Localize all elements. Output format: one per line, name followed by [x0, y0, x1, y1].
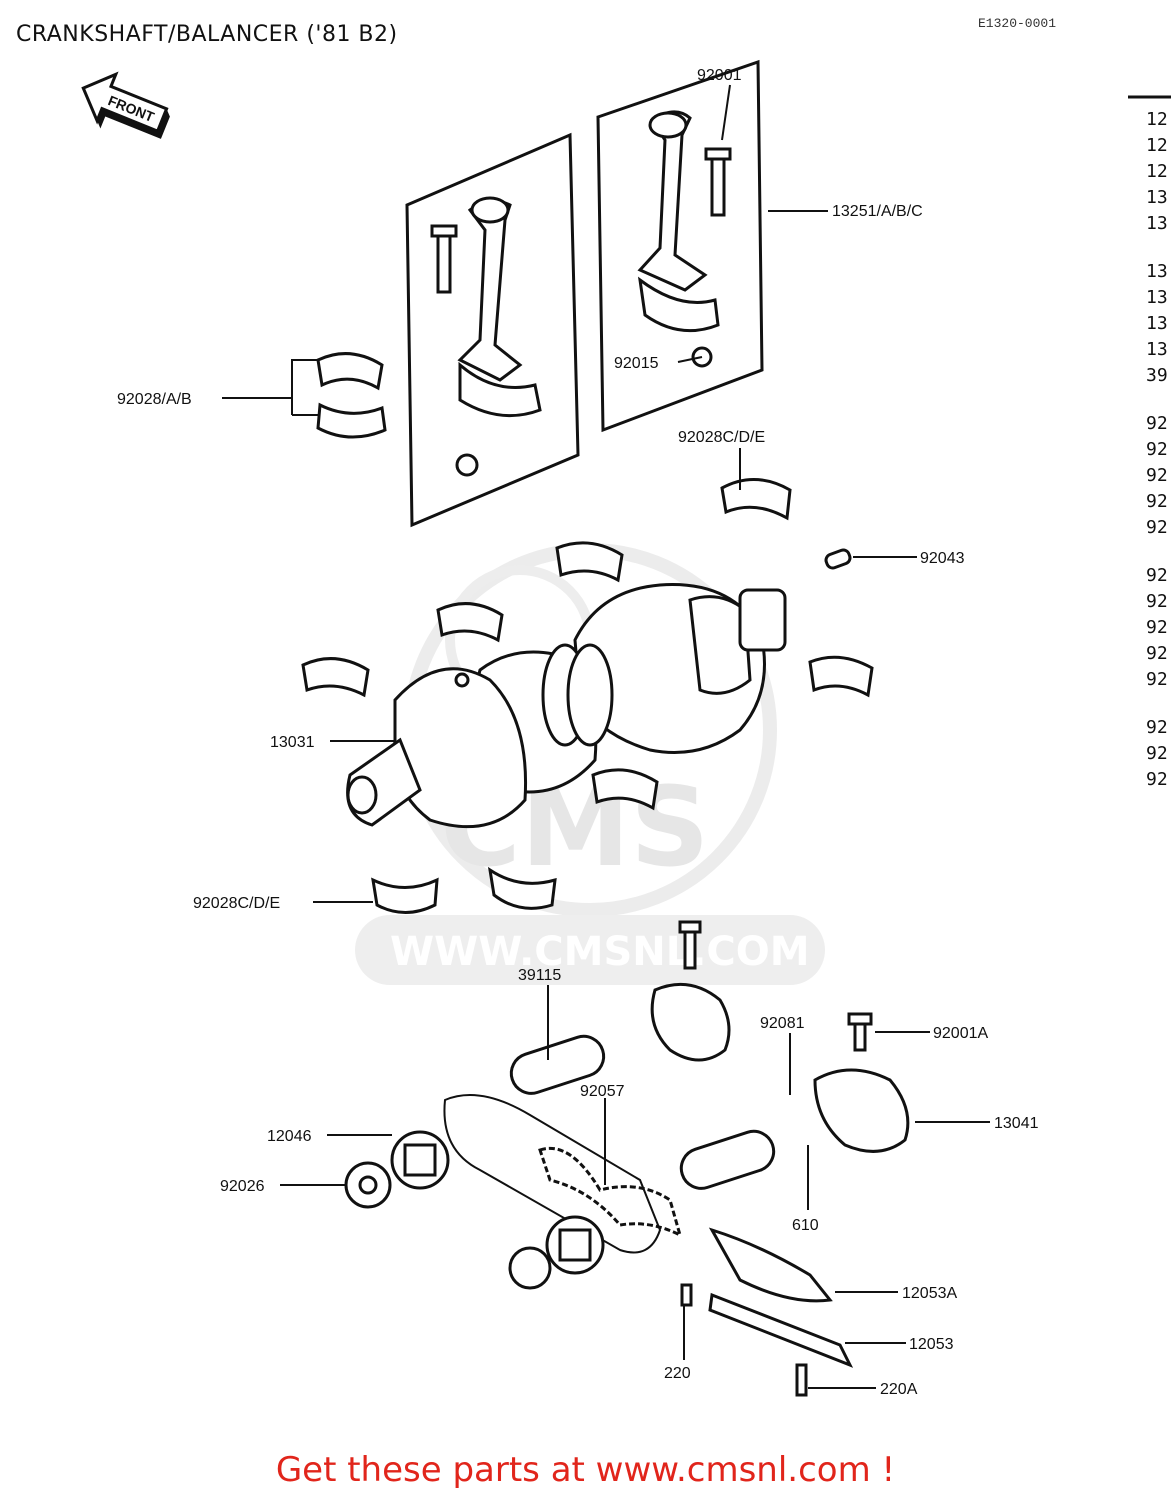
edge-row: 92: [1146, 565, 1168, 586]
diagram-code: E1320-0001: [978, 16, 1057, 31]
callout-92043: 92043: [920, 550, 965, 567]
edge-row: 13: [1146, 313, 1168, 334]
crankshaft: [346, 583, 787, 829]
callout-13251: 13251/A/B/C: [832, 203, 923, 220]
edge-row: 13: [1146, 339, 1168, 360]
edge-row: 92: [1146, 439, 1168, 460]
leader-lines: [222, 84, 990, 1389]
edge-row: 92: [1146, 743, 1168, 764]
edge-row: 92: [1146, 617, 1168, 638]
callout-39115: 39115: [518, 967, 561, 984]
callout-12053a: 12053A: [902, 1285, 957, 1302]
conrod-panel-right: [596, 59, 764, 433]
edge-row: 12: [1146, 161, 1168, 182]
callout-92026: 92026: [220, 1178, 265, 1195]
callout-13041: 13041: [994, 1115, 1039, 1132]
edge-row: 39: [1146, 365, 1168, 386]
edge-row: 13: [1146, 187, 1168, 208]
callout-610: 610: [792, 1217, 819, 1234]
edge-row: 13: [1146, 287, 1168, 308]
callout-92028ab: 92028/A/B: [117, 391, 192, 408]
edge-row: 12: [1146, 109, 1168, 130]
bearing-shells: [301, 352, 874, 914]
watermark-url: WWW.CMSNL.COM: [390, 929, 810, 975]
edge-row: 92: [1146, 669, 1168, 690]
edge-row: 13: [1146, 213, 1168, 234]
dowel-pin-icon: [824, 548, 852, 570]
edge-row: 92: [1146, 491, 1168, 512]
edge-row: 92: [1146, 591, 1168, 612]
callout-92057: 92057: [580, 1083, 625, 1100]
callout-220: 220: [664, 1365, 691, 1382]
callout-12046: 12046: [267, 1128, 312, 1145]
edge-row: 92: [1146, 643, 1168, 664]
edge-row: 13: [1146, 261, 1168, 282]
callout-labels: 92001 13251/A/B/C 92015 92028/A/B 92028C…: [117, 67, 1039, 1398]
parts-table-edge: 12 12 12 13 13 13 13 13 13 39 92 92 92 9…: [1128, 95, 1171, 790]
callout-92001a: 92001A: [933, 1025, 988, 1042]
callout-92001: 92001: [697, 67, 742, 84]
edge-row: 92: [1146, 717, 1168, 738]
callout-92028cde-bot: 92028C/D/E: [193, 895, 280, 912]
callout-12053: 12053: [909, 1336, 954, 1353]
edge-row: 92: [1146, 517, 1168, 538]
edge-row: 92: [1146, 769, 1168, 790]
front-arrow-icon: FRONT: [81, 71, 170, 139]
balancer-assembly: [344, 920, 910, 1397]
callout-92028cde-top: 92028C/D/E: [678, 429, 765, 446]
callout-13031: 13031: [270, 734, 315, 751]
diagram-title: CRANKSHAFT/BALANCER ('81 B2): [16, 22, 398, 47]
edge-row: 12: [1146, 135, 1168, 156]
callout-220a: 220A: [880, 1381, 918, 1398]
callout-92015: 92015: [614, 355, 659, 372]
edge-row: 92: [1146, 465, 1168, 486]
edge-row: 92: [1146, 413, 1168, 434]
callout-92081: 92081: [760, 1015, 805, 1032]
conrod-panel-left: [405, 132, 580, 528]
footer-promo-link[interactable]: Get these parts at www.cmsnl.com !: [275, 1450, 896, 1490]
